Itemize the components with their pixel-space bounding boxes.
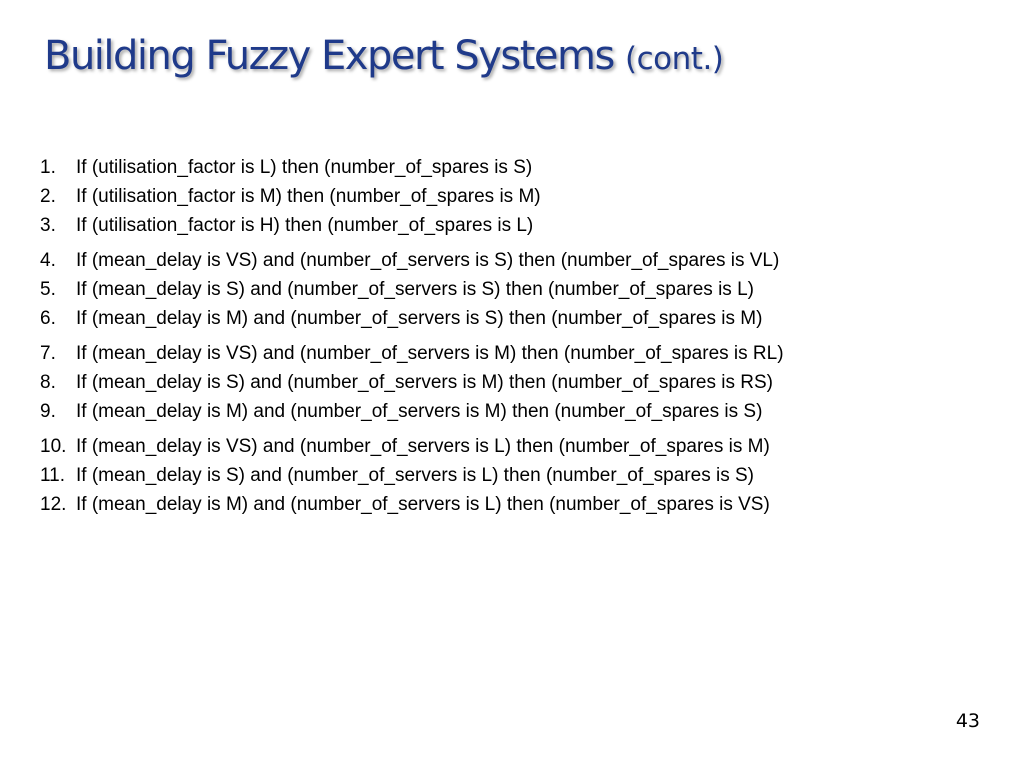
rule-item: 12. If (mean_delay is M) and (number_of_… (40, 490, 1010, 519)
rule-item: 11. If (mean_delay is S) and (number_of_… (40, 461, 1010, 490)
rule-group: 7. If (mean_delay is VS) and (number_of_… (40, 339, 1010, 426)
rule-item: 3. If (utilisation_factor is H) then (nu… (40, 211, 1010, 240)
rule-number: 3. (40, 215, 56, 236)
rule-number: 6. (40, 308, 56, 329)
rule-text: If (mean_delay is S) and (number_of_serv… (76, 279, 754, 300)
rule-group: 10. If (mean_delay is VS) and (number_of… (40, 432, 1010, 519)
rule-number: 4. (40, 250, 56, 271)
rule-number: 8. (40, 372, 56, 393)
rule-item: 9. If (mean_delay is M) and (number_of_s… (40, 397, 1010, 426)
rule-text: If (mean_delay is VS) and (number_of_ser… (76, 436, 770, 457)
rule-list: 1. If (utilisation_factor is L) then (nu… (40, 153, 1010, 525)
rule-text: If (mean_delay is VS) and (number_of_ser… (76, 343, 784, 364)
rule-number: 2. (40, 186, 56, 207)
rule-number: 11. (40, 465, 66, 486)
rule-text: If (mean_delay is M) and (number_of_serv… (76, 308, 763, 329)
rule-number: 12. (40, 494, 67, 515)
rule-text: If (utilisation_factor is L) then (numbe… (76, 157, 533, 178)
rule-text: If (mean_delay is M) and (number_of_serv… (76, 401, 763, 422)
rule-number: 7. (40, 343, 56, 364)
slide-title: Building Fuzzy Expert Systems (cont.) (44, 28, 724, 87)
rule-item: 2. If (utilisation_factor is M) then (nu… (40, 182, 1010, 211)
rule-item: 5. If (mean_delay is S) and (number_of_s… (40, 275, 1010, 304)
rule-item: 4. If (mean_delay is VS) and (number_of_… (40, 246, 1010, 275)
rule-text: If (mean_delay is VS) and (number_of_ser… (76, 250, 780, 271)
rule-number: 10. (40, 436, 67, 457)
page-number: 43 (955, 710, 980, 732)
rule-group: 4. If (mean_delay is VS) and (number_of_… (40, 246, 1010, 333)
rule-item: 6. If (mean_delay is M) and (number_of_s… (40, 304, 1010, 333)
title-main: Building Fuzzy Expert Systems (44, 33, 615, 79)
title-suffix: (cont.) (625, 41, 724, 77)
rule-item: 7. If (mean_delay is VS) and (number_of_… (40, 339, 1010, 368)
rule-text: If (mean_delay is S) and (number_of_serv… (76, 372, 773, 393)
rule-text: If (mean_delay is M) and (number_of_serv… (76, 494, 770, 515)
rule-group: 1. If (utilisation_factor is L) then (nu… (40, 153, 1010, 240)
rule-item: 10. If (mean_delay is VS) and (number_of… (40, 432, 1010, 461)
rule-text: If (utilisation_factor is M) then (numbe… (76, 186, 541, 207)
rule-number: 9. (40, 401, 56, 422)
rule-number: 5. (40, 279, 56, 300)
rule-text: If (mean_delay is S) and (number_of_serv… (76, 465, 754, 486)
rule-item: 8. If (mean_delay is S) and (number_of_s… (40, 368, 1010, 397)
rule-number: 1. (40, 157, 56, 178)
rule-text: If (utilisation_factor is H) then (numbe… (76, 215, 534, 236)
rule-item: 1. If (utilisation_factor is L) then (nu… (40, 153, 1010, 182)
